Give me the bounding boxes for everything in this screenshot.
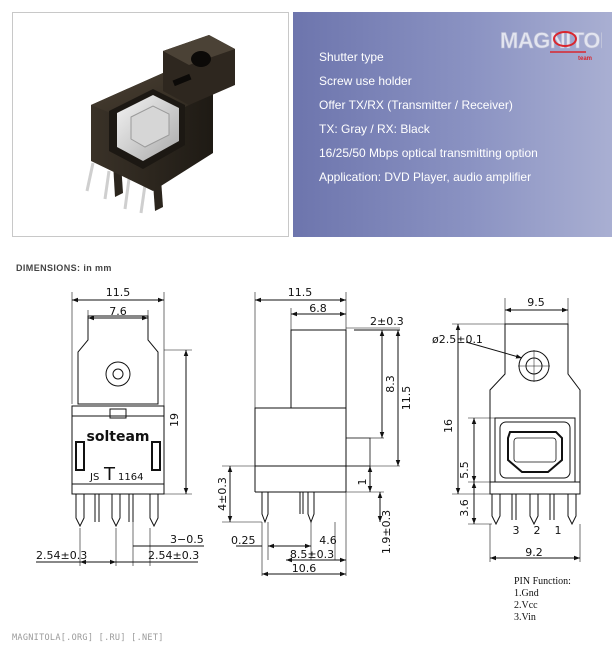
pin-label-1: 1 <box>555 524 562 537</box>
marking-number: 1164 <box>118 472 143 483</box>
feature-list: Shutter type Screw use holder Offer TX/R… <box>319 45 538 189</box>
dimensions-heading: DIMENSIONS: in mm <box>16 263 112 273</box>
pin-label-2: 2 <box>534 524 541 537</box>
side-total-depth-label: 10.6 <box>292 562 317 575</box>
brand-marking: solteam <box>87 429 150 445</box>
side-bottom-step-label: 1 <box>356 479 369 486</box>
right-hole-label: ø2.5±0.1 <box>432 333 483 346</box>
product-photo <box>12 12 289 237</box>
side-body-height-label: 8.3 <box>384 375 397 393</box>
feature-item: Screw use holder <box>319 74 412 88</box>
optical-connector-illustration <box>85 35 235 214</box>
feature-item: TX: Gray / RX: Black <box>319 122 430 136</box>
feature-item: Application: DVD Player, audio amplifier <box>319 170 532 184</box>
feature-item: Offer TX/RX (Transmitter / Receiver) <box>319 98 513 112</box>
logo-sub-text: team <box>578 56 592 62</box>
pin-function-legend: PIN Function: 1.Gnd 2.Vcc 3.Vin <box>514 576 571 624</box>
side-height-label: 11.5 <box>400 386 413 411</box>
pin-function-item: 1.Gnd <box>514 588 539 599</box>
feature-panel: MAGNITOLA team Shutter type Screw use ho… <box>293 12 612 237</box>
side-pin-width-label: 0.25 <box>231 534 256 547</box>
feature-item: Shutter type <box>319 50 384 64</box>
logo-text: MAGNITOLA <box>500 28 602 53</box>
side-base-width-label: 8.5±0.3 <box>290 548 334 561</box>
front-view <box>36 292 204 566</box>
pin-function-item: 2.Vcc <box>514 600 538 611</box>
front-pitch-right-label: 2.54±0.3 <box>148 549 199 562</box>
front-pin-offset-label: 3−0.5 <box>170 533 204 546</box>
side-pin-length-label: 1.9±0.3 <box>380 510 393 554</box>
right-mid-height-label: 5.5 <box>458 461 471 479</box>
right-base-width-label: 9.2 <box>525 546 543 559</box>
side-top-offset-label: 2±0.3 <box>370 315 404 328</box>
dimensions-label: DIMENSIONS: <box>16 263 81 273</box>
front-inner-width-label: 7.6 <box>109 305 127 318</box>
side-view <box>222 292 401 577</box>
right-height-label: 16 <box>442 419 455 433</box>
pin-function-title: PIN Function: <box>514 576 571 587</box>
pin-label-3: 3 <box>513 524 520 537</box>
dimension-drawing: 11.5 7.6 19 solteam JS T 1164 2.54±0.3 2… <box>36 286 581 577</box>
magnitola-logo: MAGNITOLA team <box>498 20 612 62</box>
feature-item: 16/25/50 Mbps optical transmitting optio… <box>319 146 538 160</box>
front-pitch-left-label: 2.54±0.3 <box>36 549 87 562</box>
front-width-label: 11.5 <box>106 286 131 299</box>
side-pin-height-label: 4±0.3 <box>216 477 229 511</box>
side-width-label: 11.5 <box>288 286 313 299</box>
pin-function-item: 3.Vin <box>514 612 536 623</box>
side-top-width-label: 6.8 <box>309 302 327 315</box>
right-width-label: 9.5 <box>527 296 545 309</box>
side-pin-spacing-label: 4.6 <box>319 534 337 547</box>
front-height-label: 19 <box>168 413 181 427</box>
right-view <box>452 298 581 562</box>
right-bottom-height-label: 3.6 <box>458 499 471 517</box>
marking-letter: T <box>103 464 116 485</box>
footer-watermark: MAGNITOLA[.ORG] [.RU] [.NET] <box>12 633 164 643</box>
marking-prefix: JS <box>89 472 99 483</box>
dimensions-unit: in mm <box>83 263 112 273</box>
